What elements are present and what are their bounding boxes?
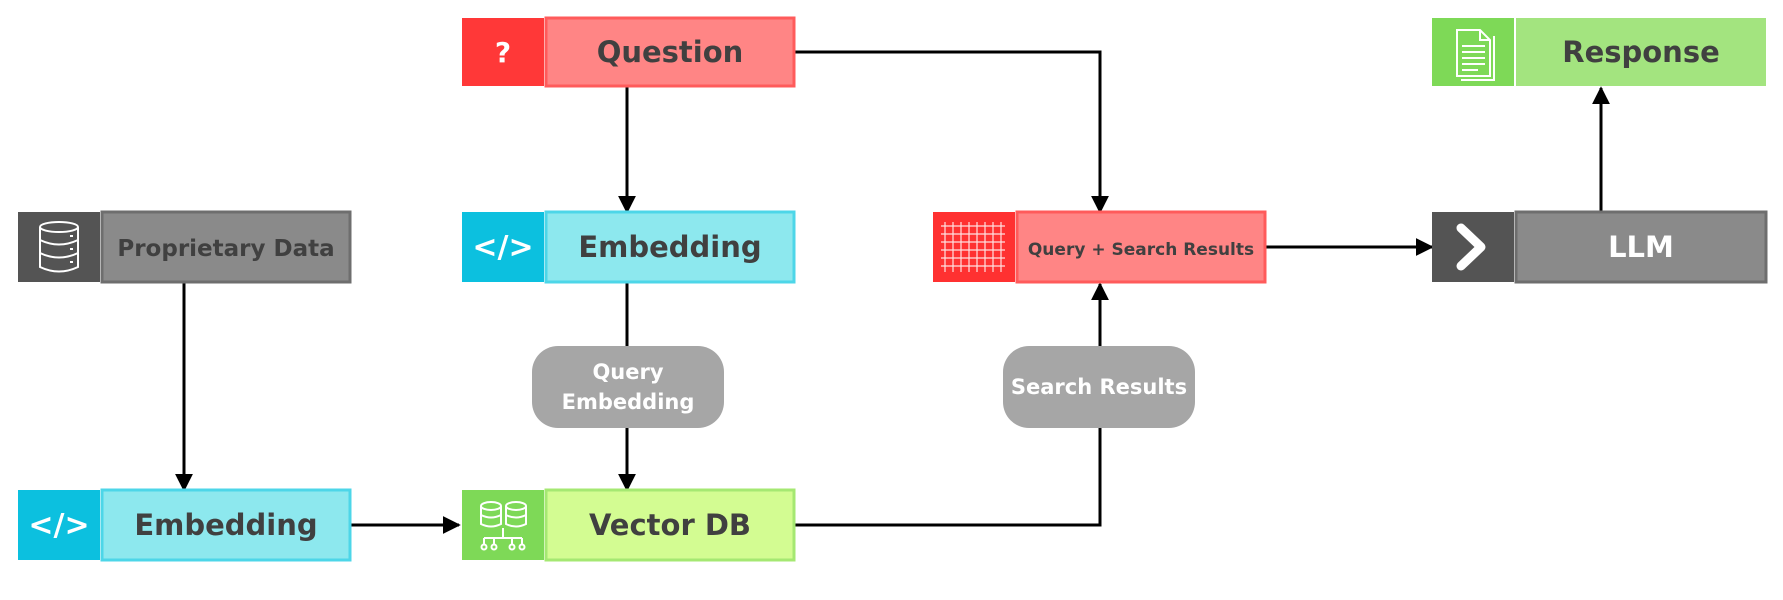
node-label-llm: LLM bbox=[1608, 230, 1674, 264]
pill-label-query-embedding-line2: Embedding bbox=[562, 390, 695, 414]
node-label-embedding-data: Embedding bbox=[134, 508, 317, 542]
node-vector-db: Vector DB bbox=[462, 488, 796, 562]
pill-search-results: Search Results bbox=[1003, 346, 1195, 428]
node-label-vector-db: Vector DB bbox=[589, 508, 751, 542]
arrow-question-to-query-results bbox=[794, 50, 1109, 214]
node-label-proprietary-data: Proprietary Data bbox=[117, 236, 334, 262]
node-embedding-data: </> Embedding bbox=[18, 488, 352, 562]
code-icon: </> bbox=[472, 230, 533, 265]
node-llm: LLM bbox=[1432, 210, 1768, 284]
node-embedding-query: </> Embedding bbox=[462, 210, 796, 284]
node-question: ? Question bbox=[462, 16, 796, 88]
node-response: Response bbox=[1432, 18, 1766, 86]
node-label-question: Question bbox=[597, 35, 744, 69]
pill-label-query-embedding-line1: Query bbox=[592, 360, 663, 384]
node-proprietary-data: Proprietary Data bbox=[18, 210, 352, 284]
line-vector-db-to-pill bbox=[794, 428, 1102, 527]
node-label-response: Response bbox=[1562, 35, 1720, 69]
pill-label-search-results: Search Results bbox=[1011, 375, 1187, 399]
chevron-right-icon bbox=[1456, 223, 1486, 271]
node-label-query-search-results: Query + Search Results bbox=[1028, 240, 1254, 260]
grid-icon bbox=[941, 222, 1005, 272]
database-icon bbox=[39, 221, 79, 273]
pill-query-embedding: Query Embedding bbox=[532, 346, 724, 428]
server-network-icon bbox=[480, 501, 527, 551]
document-icon bbox=[1456, 29, 1495, 81]
code-icon: </> bbox=[28, 508, 89, 543]
connectors bbox=[175, 50, 1610, 534]
node-query-search-results: Query + Search Results bbox=[933, 210, 1267, 284]
question-mark-icon: ? bbox=[495, 36, 511, 69]
node-label-embedding-query: Embedding bbox=[578, 230, 761, 264]
